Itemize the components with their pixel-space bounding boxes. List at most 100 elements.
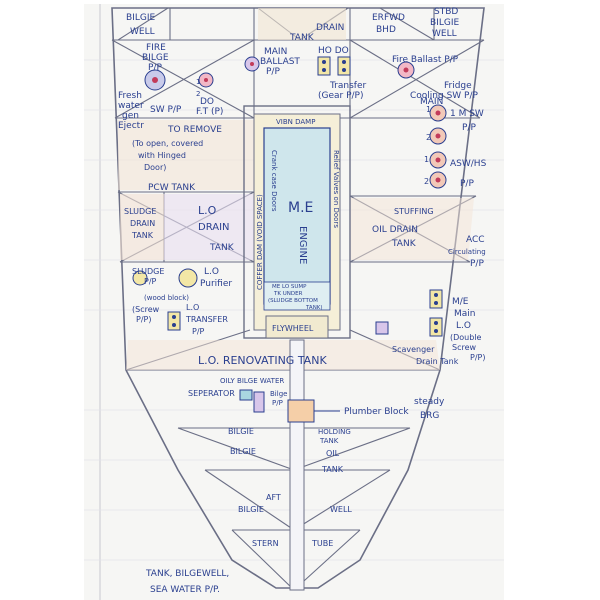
stbd-bilge-well-line2: BILGIE xyxy=(430,18,459,28)
plumber-block-label: Plumber Block xyxy=(344,407,409,417)
drain-tank-top-region xyxy=(258,8,346,40)
fresh-water-gen-line4: Ejectr xyxy=(118,121,144,131)
coffer-dam-label: COFFER DAM (VOID SPACE) xyxy=(256,194,264,290)
me-lo-sump-line3: (SLUDGE BOTTOM xyxy=(268,298,318,304)
me-main-lo-line6: P/P) xyxy=(470,353,485,362)
sludge-drain-tank-line2: DRAIN xyxy=(130,219,155,228)
lo-renovating-tank-label: L.O. RENOVATING TANK xyxy=(198,354,327,367)
oily-bilge-separator-line1: OILY BILGE WATER xyxy=(220,377,284,385)
asw-hs-pump-circle-icon xyxy=(429,151,447,189)
fresh-water-generator-circle-icon xyxy=(198,72,214,88)
transfer-gear-pp-line1: Transfer xyxy=(329,81,366,91)
labels-layer: BILGIE WELL DRAIN TANK ERFWD BHD STBD BI… xyxy=(118,7,487,595)
crank-case-doors-label: Crank case Doors xyxy=(270,150,278,212)
main-ballast-pp-line3: P/P xyxy=(266,67,280,77)
me-main-lo-line4: (Double xyxy=(450,333,482,342)
screw-pp-line2: P/P) xyxy=(136,315,151,324)
main-msw-line1: MAIN xyxy=(420,97,443,107)
erfwd-bhd-line2: BHD xyxy=(376,25,396,35)
to-remove-label: TO REMOVE xyxy=(167,125,222,135)
aft-bilge-well-line3: WELL xyxy=(330,505,352,514)
aft-bilge-well-line1: AFT xyxy=(266,493,281,502)
sludge-pp-line1: SLUDGE xyxy=(132,267,164,276)
pump-number-2a: 2 xyxy=(196,90,200,98)
steady-brg-line2: BRG xyxy=(420,411,439,421)
lo-drain-tank-line3: TANK xyxy=(209,243,235,253)
propeller-shaft xyxy=(289,339,305,591)
bilge-pp-line2: P/P xyxy=(272,399,283,407)
lo-drain-tank-line2: DRAIN xyxy=(198,222,230,233)
sludge-drain-tank-region xyxy=(120,194,164,260)
sludge-drain-tank-line3: TANK xyxy=(131,231,154,240)
do-transfer-pump-circle-icon xyxy=(244,56,260,72)
pump-number-1b: 1 xyxy=(426,105,431,114)
me-lo-pump-square-icon xyxy=(429,289,443,337)
stbd-bilge-well-line1: STBD xyxy=(434,7,458,17)
fresh-water-gen-line3: gen xyxy=(122,111,139,121)
oil-drain-tank-region xyxy=(350,198,474,260)
to-open-covered-line2: with Hinged xyxy=(138,151,186,160)
sludge-drain-tank-line1: SLUDGE xyxy=(124,207,156,216)
oily-bilge-separator-line2: SEPERATOR xyxy=(188,389,235,398)
me-lo-sump-line1: ME LO SUMP xyxy=(272,284,307,290)
fire-bilge-pp-line2: BILGE xyxy=(142,53,169,63)
fridge-cooling-line2: Cooling SW P/P xyxy=(410,91,479,101)
me-lo-sump-line4: TANK) xyxy=(305,305,323,311)
lo-drain-tank-region xyxy=(164,194,254,260)
me-main-lo-line1: M/E xyxy=(452,297,469,307)
drain-tank-top-line2: TANK xyxy=(289,33,315,43)
flywheel-box xyxy=(265,315,329,339)
pump-number-2b: 2 xyxy=(426,133,431,142)
plumber-block-square-icon xyxy=(287,399,315,423)
main-sea-water-pump-circle-icon xyxy=(429,104,447,145)
lo-purifier-circle-icon xyxy=(132,268,198,288)
lo-renovating-tank-region xyxy=(126,340,440,370)
aft-bilge-well-line2: BILGIE xyxy=(238,505,264,514)
lo-sump-box xyxy=(263,281,331,311)
vibn-damp-label: VIBN DAMP xyxy=(276,118,315,126)
lo-transfer-line2: TRANSFER xyxy=(185,315,228,324)
oil-drain-tank-line2: TANK xyxy=(391,239,417,249)
erfwd-bhd-line1: ERFWD xyxy=(372,13,405,23)
bilge-oil-line2: OIL xyxy=(326,449,340,458)
acc-circulating-line2: Circulating xyxy=(448,248,486,256)
flywheel-label: FLYWHEEL xyxy=(272,324,314,333)
lo-purifier-line2: Purifier xyxy=(200,279,232,289)
oil-drain-tank-line1: OIL DRAIN xyxy=(372,225,418,235)
footer-note-line1: TANK, BILGEWELL, xyxy=(145,569,229,579)
fresh-water-gen-line2: water xyxy=(118,101,144,111)
pump-number-1a: 1 xyxy=(196,78,200,86)
stbd-bilge-well-line3: WELL xyxy=(432,29,457,39)
pump-number-1c: 1 xyxy=(424,155,429,164)
me-main-lo-line3: L.O xyxy=(456,321,471,331)
bilge-separator-square-icon xyxy=(239,389,265,413)
to-open-covered-line3: Door) xyxy=(144,163,166,172)
main-msw-line2: 1 M SW xyxy=(450,109,484,119)
fire-ballast-pp-label: Fire Ballast P/P xyxy=(392,55,459,65)
lo-transfer-line1: L.O xyxy=(186,303,199,312)
ho-do-ft-line2: F.T (P) xyxy=(196,107,223,117)
fresh-water-gen-line1: Fresh xyxy=(118,91,142,101)
scavenger-drain-line2: Drain Tank xyxy=(416,357,459,366)
fire-ballast-pump-circle-icon xyxy=(397,61,415,79)
main-msw-line3: P/P xyxy=(462,123,476,133)
bilge-holding-line2: HOLDING xyxy=(318,428,351,436)
lo-transfer-pump-square-icon xyxy=(167,311,181,331)
drain-tank-top-line1: DRAIN xyxy=(316,23,344,33)
relief-valves-label: Relief Valves on Doors xyxy=(332,150,340,228)
wood-block-label: (wood block) xyxy=(144,294,189,302)
lo-transfer-line3: P/P xyxy=(192,327,205,336)
screw-pp-line1: (Screw xyxy=(132,305,160,314)
stuffing-label: STUFFING xyxy=(394,207,434,216)
footer-note-line2: SEA WATER P/P. xyxy=(150,585,220,595)
bilge-oil-line1: BILGIE xyxy=(230,447,256,456)
ho-do-pump-square-icon xyxy=(317,56,351,76)
me-engine-line2: ENGINE xyxy=(297,226,308,264)
fridge-cooling-line1: Fridge xyxy=(444,81,472,91)
me-main-lo-line5: Screw xyxy=(452,343,477,352)
ho-do-label: HO DO xyxy=(318,46,349,56)
scavenger-drain-line1: Scavenger xyxy=(392,345,435,354)
me-main-lo-line2: Main xyxy=(454,309,476,319)
main-ballast-pp-line2: BALLAST xyxy=(260,57,300,67)
